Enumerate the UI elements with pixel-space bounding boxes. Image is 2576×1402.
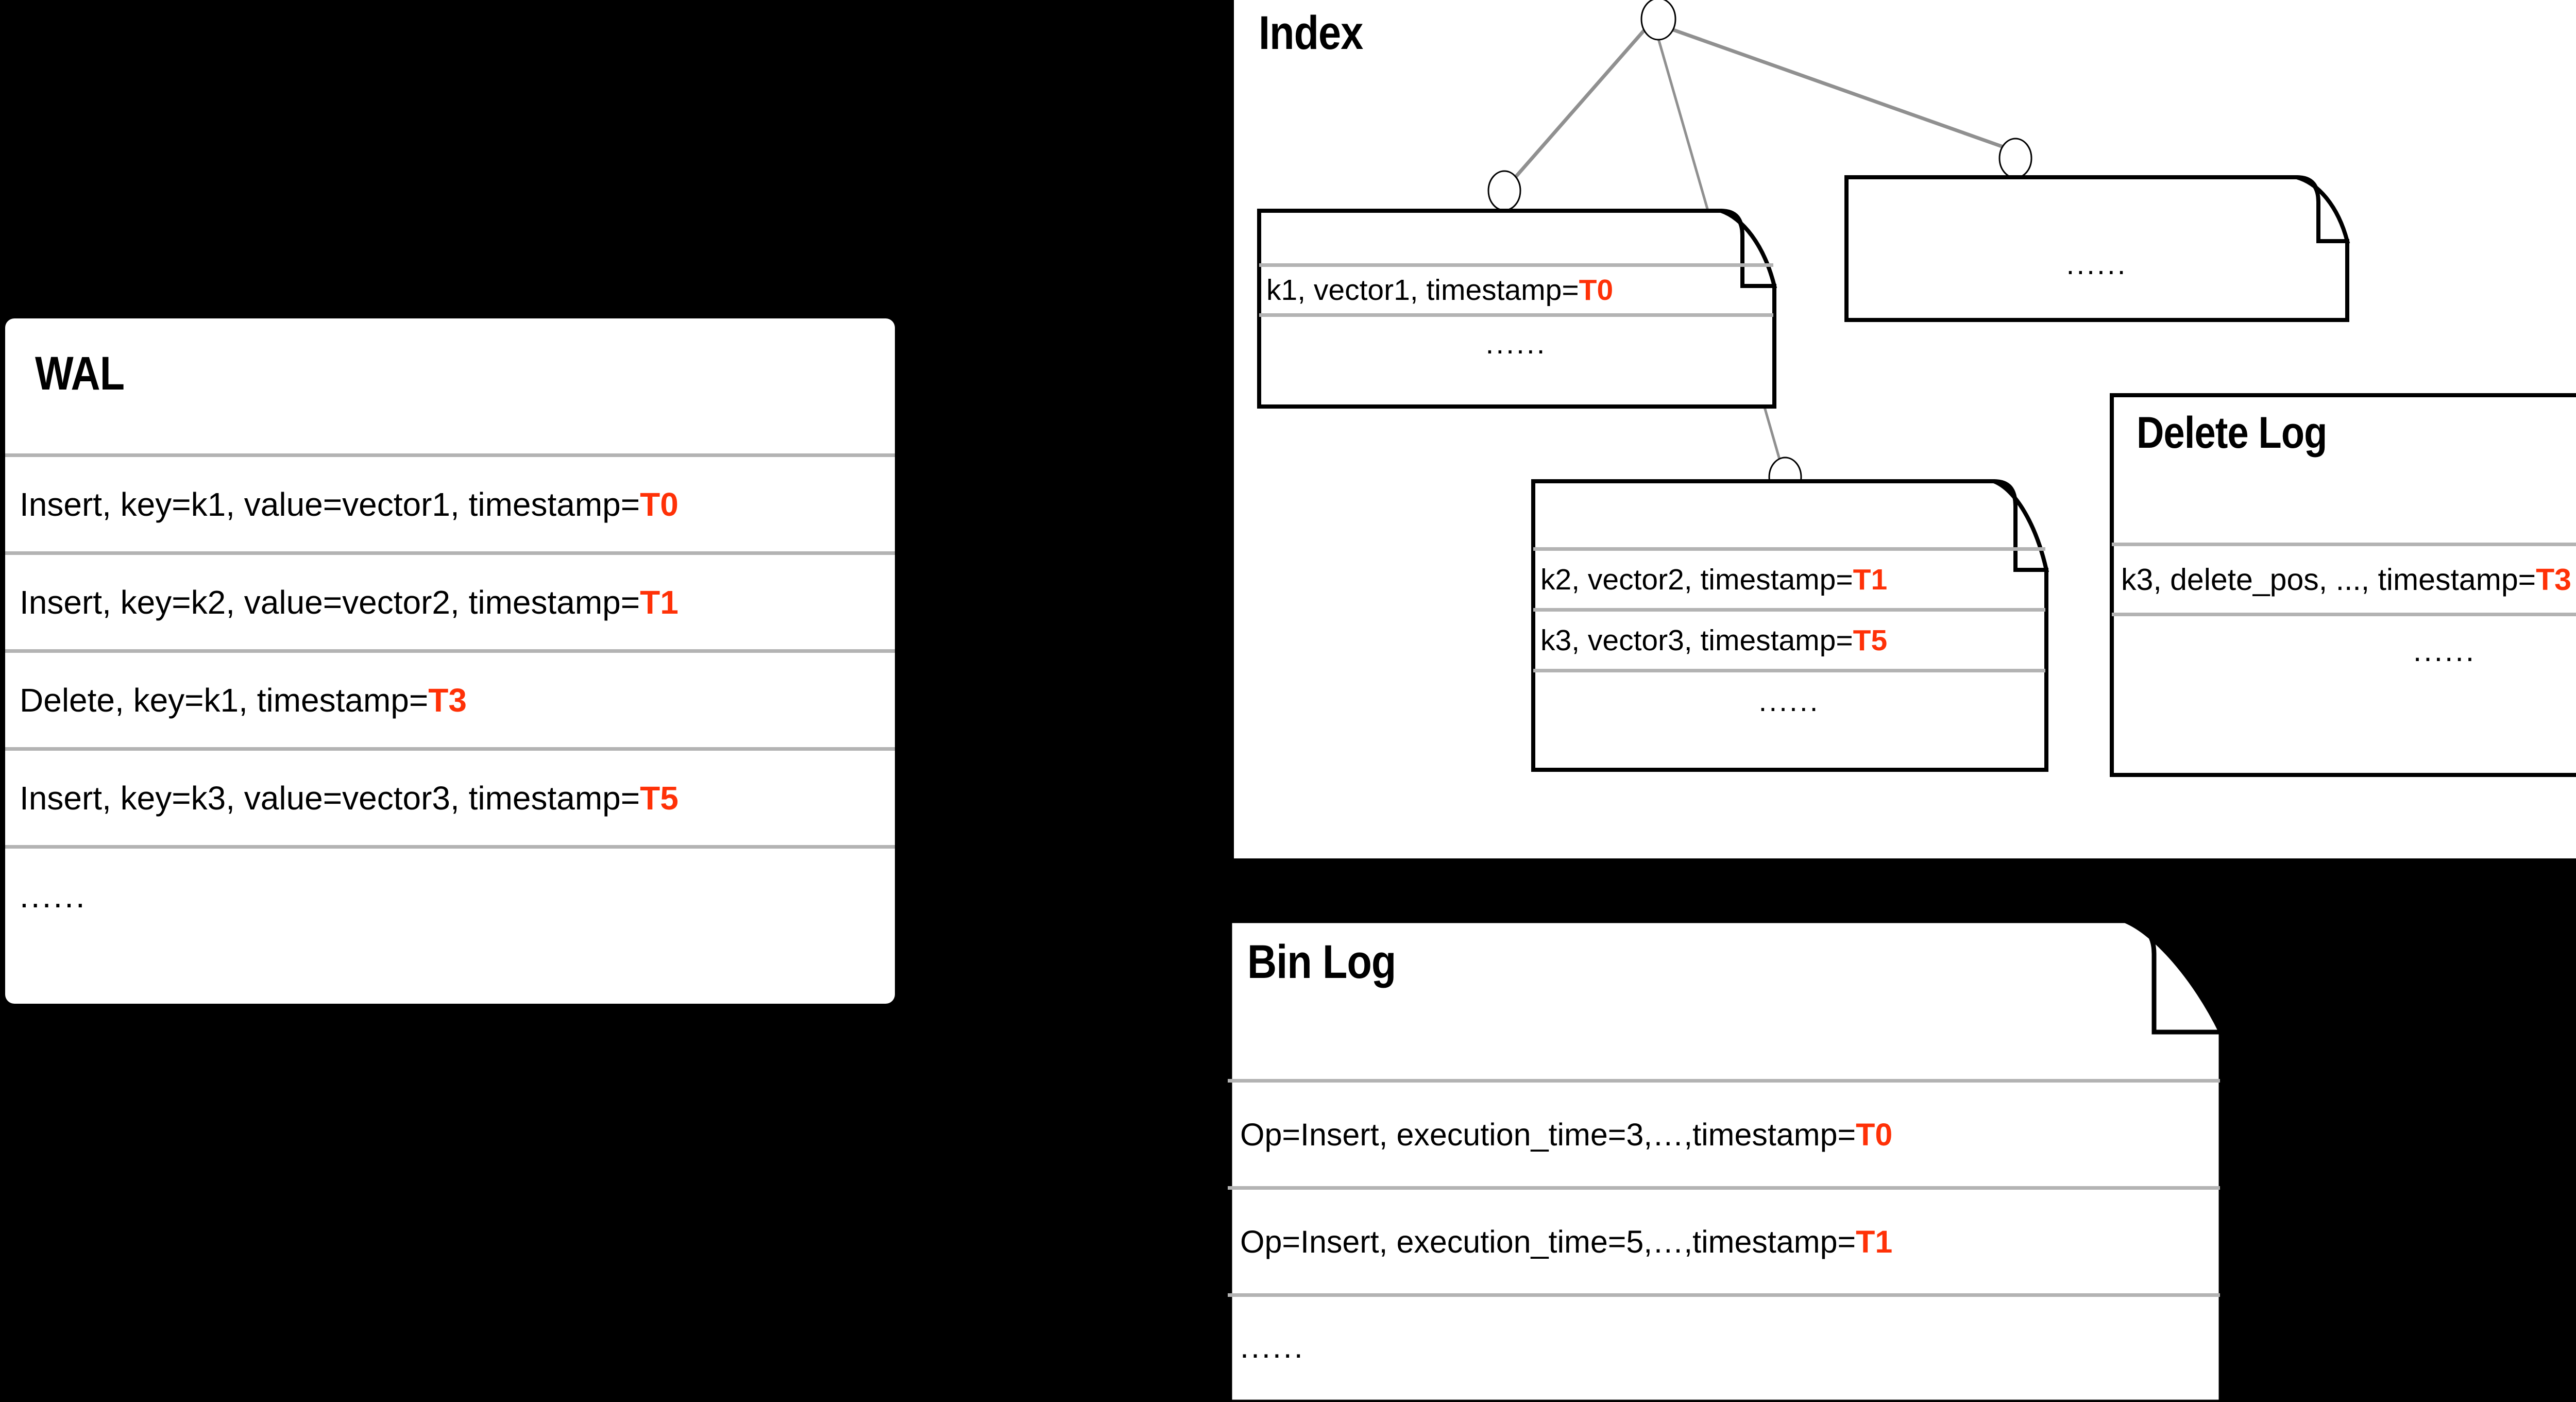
document-shape-icon: [2110, 393, 2576, 777]
delete-log-row: k3, delete_pos, ..., timestamp=T3: [2112, 543, 2576, 613]
bin-log-row-timestamp: T0: [1856, 1117, 1893, 1152]
index-leaf-row-text: ......: [1485, 327, 1547, 360]
index-leaf-row: k3, vector3, timestamp=T5: [1533, 608, 2045, 669]
bin-log-row-text: ......: [1240, 1329, 1305, 1364]
document-shape-icon: [1227, 918, 2225, 1402]
index-leaf-more: ......: [1844, 175, 2350, 322]
bin-log-row-text: Op=Insert, execution_time=3,…,timestamp=: [1240, 1117, 1856, 1152]
wal-row-text: ......: [20, 877, 87, 915]
index-leaf-k1: k1, vector1, timestamp=T0 ......: [1257, 209, 1777, 409]
index-leaf-row-timestamp: T5: [1853, 623, 1888, 657]
delete-log-title: Delete Log: [2137, 408, 2327, 458]
wal-row: Delete, key=k1, timestamp=T3: [5, 649, 895, 747]
index-leaf-row: ......: [1533, 669, 2045, 730]
delete-log-row: ......: [2112, 613, 2576, 685]
index-leaf-k2k3: k2, vector2, timestamp=T1 k3, vector3, t…: [1531, 479, 2049, 772]
delete-log-row-timestamp: T3: [2536, 562, 2571, 597]
index-leaf-row-text: k2, vector2, timestamp=: [1540, 563, 1853, 596]
document-shape-icon: [1844, 175, 2350, 322]
index-leaf-row-timestamp: T1: [1853, 563, 1888, 596]
index-leaf-row-text: k3, vector3, timestamp=: [1540, 623, 1853, 657]
delete-log-row-list: k3, delete_pos, ..., timestamp=T3 ......: [2112, 543, 2576, 685]
wal-row-timestamp: T0: [640, 485, 679, 523]
index-leaf-k1-row-list: k1, vector1, timestamp=T0 ......: [1259, 263, 1773, 370]
wal-row-timestamp: T5: [640, 779, 679, 817]
bin-log-row-text: Op=Insert, execution_time=5,…,timestamp=: [1240, 1224, 1856, 1259]
index-title: Index: [1259, 7, 1363, 59]
bin-log-row: Op=Insert, execution_time=3,…,timestamp=…: [1228, 1079, 2220, 1186]
index-leaf-row: k2, vector2, timestamp=T1: [1533, 547, 2045, 608]
wal-row: Insert, key=k1, value=vector1, timestamp…: [5, 453, 895, 551]
document-shape-icon: [1257, 209, 1777, 409]
wal-row-text: Delete, key=k1, timestamp=: [20, 681, 429, 719]
index-leaf-row: k1, vector1, timestamp=T0: [1259, 263, 1773, 313]
wal-row: ......: [5, 845, 895, 943]
delete-log-panel: Delete Log k3, delete_pos, ..., timestam…: [2110, 393, 2576, 777]
index-leaf-row-text: ......: [1758, 684, 1820, 718]
wal-panel: WAL Insert, key=k1, value=vector1, times…: [5, 318, 895, 1004]
wal-row-list: Insert, key=k1, value=vector1, timestamp…: [5, 453, 895, 943]
bin-log-row: ......: [1228, 1293, 2220, 1396]
wal-row-text: Insert, key=k3, value=vector3, timestamp…: [20, 779, 640, 817]
wal-row-text: Insert, key=k1, value=vector1, timestamp…: [20, 485, 640, 523]
bin-log-row-timestamp: T1: [1856, 1224, 1893, 1259]
index-leaf-k2k3-row-list: k2, vector2, timestamp=T1 k3, vector3, t…: [1533, 547, 2045, 730]
wal-row: Insert, key=k2, value=vector2, timestamp…: [5, 551, 895, 649]
delete-log-row-text: ......: [2413, 633, 2477, 668]
bin-log-row: Op=Insert, execution_time=5,…,timestamp=…: [1228, 1186, 2220, 1293]
index-leaf-row-timestamp: T0: [1579, 274, 1614, 307]
bin-log-row-list: Op=Insert, execution_time=3,…,timestamp=…: [1228, 1079, 2220, 1396]
wal-row-timestamp: T1: [640, 583, 679, 621]
wal-row-text: Insert, key=k2, value=vector2, timestamp…: [20, 583, 640, 621]
delete-log-row-text: k3, delete_pos, ..., timestamp=: [2121, 562, 2536, 597]
wal-row: Insert, key=k3, value=vector3, timestamp…: [5, 747, 895, 845]
bin-log-title: Bin Log: [1247, 936, 1396, 988]
wal-row-timestamp: T3: [428, 681, 467, 719]
index-leaf-row: ......: [1259, 313, 1773, 370]
index-leaf-row-text: k1, vector1, timestamp=: [1266, 274, 1579, 307]
bin-log-panel: Bin Log Op=Insert, execution_time=3,…,ti…: [1227, 918, 2225, 1402]
index-leaf-more-text: ......: [2066, 248, 2128, 281]
wal-title: WAL: [35, 347, 125, 400]
